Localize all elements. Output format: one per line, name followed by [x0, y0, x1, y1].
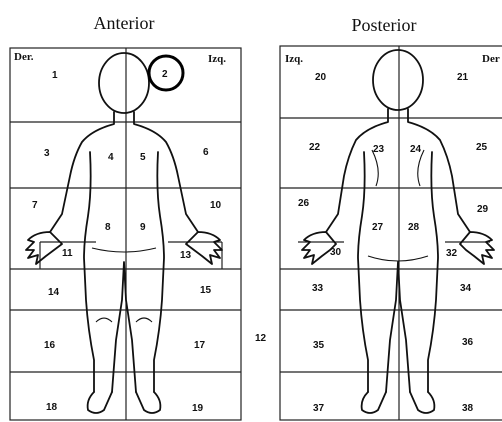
region-label-23: 23 [373, 144, 385, 155]
region-label-27: 27 [372, 222, 384, 233]
anterior-left-corner-label: Der. [14, 51, 34, 63]
region-label-22: 22 [309, 142, 321, 153]
region-label-33: 33 [312, 283, 324, 294]
posterior-body-figure [302, 50, 494, 413]
posterior-left-corner-label: Izq. [285, 53, 303, 65]
region-label-10: 10 [210, 200, 222, 211]
region-label-38: 38 [462, 403, 474, 414]
region-label-14: 14 [48, 287, 60, 298]
region-label-16: 16 [44, 340, 56, 351]
region-label-2: 2 [162, 69, 168, 80]
region-label-17: 17 [194, 340, 206, 351]
region-label-26: 26 [298, 198, 310, 209]
region-label-15: 15 [200, 285, 212, 296]
region-label-28: 28 [408, 222, 420, 233]
region-label-4: 4 [108, 152, 114, 163]
region-label-32: 32 [446, 248, 458, 259]
region-label-11: 11 [62, 248, 73, 259]
region-label-3: 3 [44, 148, 50, 159]
anterior-title: Anterior [94, 13, 155, 33]
region-label-29: 29 [477, 204, 489, 215]
anterior-right-corner-label: Izq. [208, 53, 226, 65]
region-label-18: 18 [46, 402, 58, 413]
region-label-24: 24 [410, 144, 422, 155]
region-label-35: 35 [313, 340, 325, 351]
region-label-30: 30 [330, 247, 342, 258]
region-label-36: 36 [462, 337, 474, 348]
posterior-title: Posterior [352, 15, 417, 35]
region-label-6: 6 [203, 147, 209, 158]
region-label-5: 5 [140, 152, 146, 163]
region-label-20: 20 [315, 72, 327, 83]
anterior-grid [10, 48, 241, 420]
region-label-7: 7 [32, 200, 38, 211]
region-label-25: 25 [476, 142, 488, 153]
region-label-19: 19 [192, 403, 204, 414]
region-label-8: 8 [105, 222, 111, 233]
region-label-21: 21 [457, 72, 469, 83]
region-label-9: 9 [140, 222, 146, 233]
region-label-12: 12 [255, 333, 267, 344]
anterior-body-figure [26, 53, 222, 413]
region-label-13: 13 [180, 250, 192, 261]
region-label-34: 34 [460, 283, 472, 294]
region-label-37: 37 [313, 403, 325, 414]
posterior-right-corner-label: Der [482, 53, 500, 65]
region-label-1: 1 [52, 70, 58, 81]
